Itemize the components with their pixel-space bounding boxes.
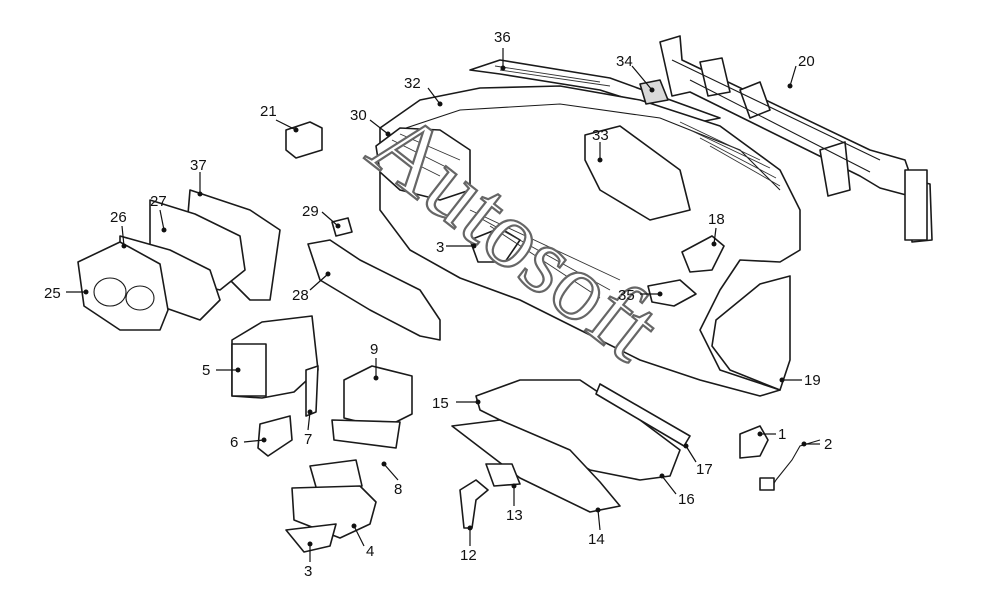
callout-32: 32 <box>404 75 421 92</box>
end-panel <box>711 275 791 391</box>
glovebox <box>451 379 681 513</box>
harness-2 <box>769 439 821 491</box>
callout-14: 14 <box>588 531 605 548</box>
callout-13: 13 <box>506 507 523 524</box>
callout-19: 19 <box>804 372 821 389</box>
trim-3 <box>285 523 337 553</box>
cross-car-beam <box>659 35 933 243</box>
callout-30: 30 <box>350 107 367 124</box>
callout-29: 29 <box>302 203 319 220</box>
callout-18: 18 <box>708 211 725 228</box>
callout-5: 5 <box>202 362 210 379</box>
callout-27: 27 <box>150 193 167 210</box>
callout-2: 2 <box>824 436 832 453</box>
callout-8: 8 <box>394 481 402 498</box>
control-module <box>231 315 319 399</box>
callout-9: 9 <box>370 341 378 358</box>
callout-20: 20 <box>798 53 815 70</box>
trim-strip-7 <box>305 365 319 417</box>
callout-4: 4 <box>366 543 374 560</box>
leader-lines <box>66 48 820 562</box>
callout-28: 28 <box>292 287 309 304</box>
sunload-sensor <box>639 79 669 105</box>
callout-3-vent: 3 <box>436 239 444 256</box>
instrument-cluster <box>77 189 281 331</box>
switch-1 <box>739 425 769 459</box>
callout-6: 6 <box>230 434 238 451</box>
latch-13 <box>485 463 521 487</box>
callout-35: 35 <box>618 287 635 304</box>
dashboard-panel <box>375 85 801 397</box>
callout-33: 33 <box>592 127 609 144</box>
callout-17: 17 <box>696 461 713 478</box>
lock-12 <box>459 479 489 529</box>
callout-1: 1 <box>778 426 786 443</box>
callout-37: 37 <box>190 157 207 174</box>
center-vent <box>469 227 521 263</box>
callout-12: 12 <box>460 547 477 564</box>
callout-15: 15 <box>432 395 449 412</box>
callout-36: 36 <box>494 29 511 46</box>
callout-3: 3 <box>304 563 312 580</box>
callout-7: 7 <box>304 431 312 448</box>
radio-unit <box>331 365 413 449</box>
callout-25: 25 <box>44 285 61 302</box>
passenger-airbag <box>584 125 691 221</box>
callout-34: 34 <box>616 53 633 70</box>
bracket-6 <box>257 415 293 457</box>
callout-labels: 1 2 3 4 5 6 7 8 9 12 13 14 15 16 17 18 1… <box>44 29 832 580</box>
lower-knee-panel <box>307 239 441 341</box>
callout-21: 21 <box>260 103 277 120</box>
vent-outlet <box>647 279 697 307</box>
cluster-bezel <box>375 127 471 201</box>
clip-29 <box>331 217 353 237</box>
callout-26: 26 <box>110 209 127 226</box>
callout-16: 16 <box>678 491 695 508</box>
